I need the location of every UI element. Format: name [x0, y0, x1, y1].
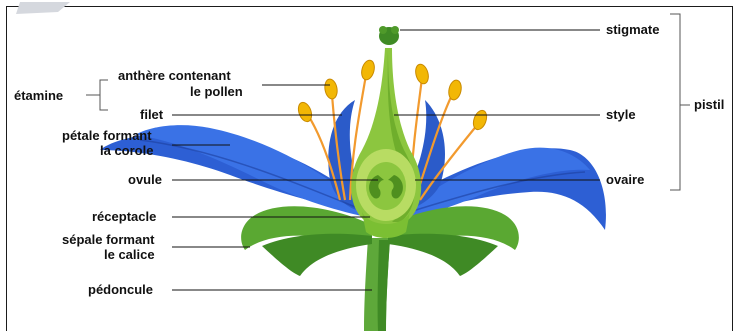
sepal-left-dark — [262, 234, 372, 276]
watermark-mark — [16, 2, 70, 14]
label-sepale-line2: le calice — [104, 247, 155, 262]
pistil-body — [351, 26, 421, 238]
stigma-lobe-2 — [391, 26, 399, 34]
label-petale-line1: pétale formant — [62, 128, 152, 143]
label-sepale-line1: sépale formant — [62, 232, 155, 247]
bracket-pistil — [670, 14, 690, 190]
label-petale-line2: la corole — [100, 143, 153, 158]
label-etamine: étamine — [14, 88, 63, 103]
sepal-right-dark — [388, 234, 498, 276]
label-style: style — [606, 107, 636, 122]
label-ovule: ovule — [128, 172, 162, 187]
bracket-etamine — [86, 80, 108, 110]
anther-4 — [414, 63, 431, 85]
stem-shade — [378, 240, 390, 331]
label-anthere-line2: le pollen — [190, 84, 243, 99]
anther-3 — [360, 59, 377, 81]
label-filet: filet — [140, 107, 164, 122]
label-receptacle: réceptacle — [92, 209, 156, 224]
anther-2 — [323, 78, 338, 100]
anther-5 — [447, 79, 463, 101]
label-pistil: pistil — [694, 97, 724, 112]
stigma-lobe-1 — [379, 26, 387, 34]
label-ovaire: ovaire — [606, 172, 644, 187]
label-pedoncule: pédoncule — [88, 282, 153, 297]
label-stigmate: stigmate — [606, 22, 659, 37]
label-anthere-line1: anthère contenant — [118, 68, 231, 83]
